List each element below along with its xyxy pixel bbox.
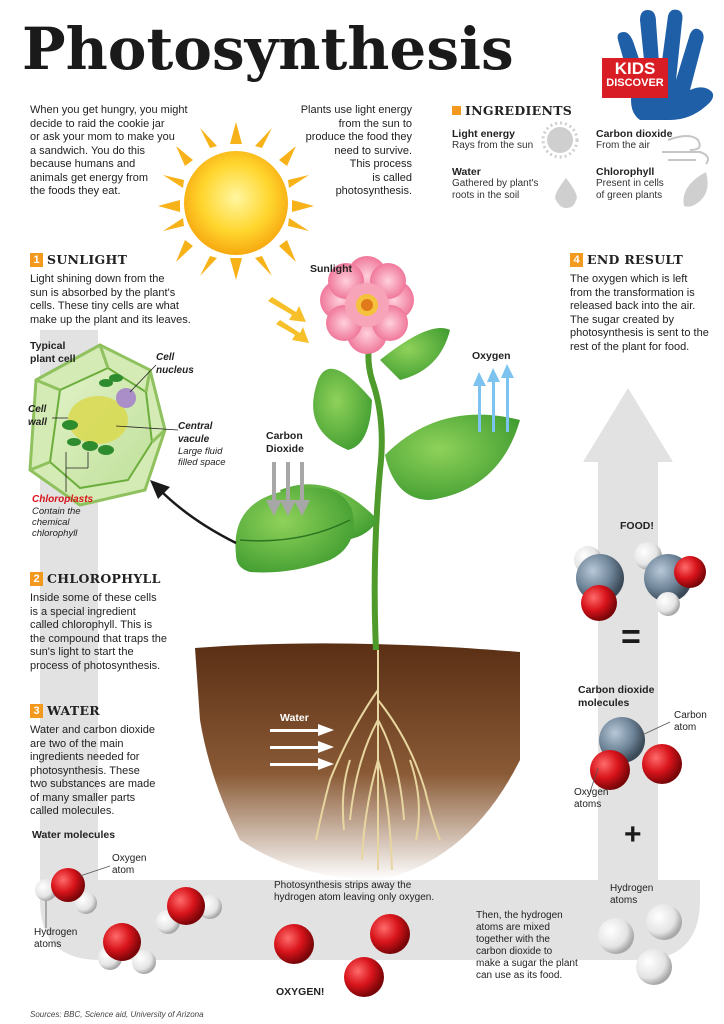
wind-icon bbox=[662, 135, 709, 165]
roots bbox=[315, 650, 441, 871]
oxygen-arrows bbox=[473, 364, 514, 432]
water-molecules-label: Water molecules bbox=[32, 829, 116, 841]
equals-sign: = bbox=[621, 618, 641, 656]
water-molecules bbox=[35, 865, 222, 974]
sources: Sources: BBC, Science aid, University of… bbox=[30, 1010, 204, 1019]
leaf-icon bbox=[683, 172, 708, 207]
page-title: Photosynthesis bbox=[22, 15, 514, 83]
water-label: Water bbox=[280, 712, 309, 724]
logo-box bbox=[602, 58, 668, 98]
soil bbox=[195, 643, 520, 880]
co2-molecule bbox=[589, 717, 682, 793]
ingredient-light: Light energy Rays from the sun bbox=[452, 128, 534, 151]
sunlight-arrows bbox=[268, 297, 309, 343]
stem bbox=[365, 339, 385, 651]
food-molecules bbox=[574, 542, 706, 621]
ingredient-water: Water Gathered by plant's roots in the s… bbox=[452, 166, 539, 201]
logo-line1: KIDS bbox=[614, 59, 656, 78]
ingredient-co2: Carbon dioxide From the air bbox=[596, 128, 673, 151]
plant-cell bbox=[28, 343, 179, 507]
hydrogen-atoms-right bbox=[598, 904, 682, 985]
oxygen-result-label: OXYGEN! bbox=[276, 986, 325, 998]
water-drop-icon bbox=[555, 178, 577, 208]
ingredients-heading: INGREDIENTS bbox=[452, 102, 572, 120]
plant-leaves bbox=[235, 328, 520, 573]
logo-line2: DISCOVER bbox=[606, 77, 664, 89]
water-arrows bbox=[270, 724, 334, 770]
plus-sign: + bbox=[624, 818, 642, 851]
ingredient-chlorophyll: Chlorophyll Present in cells of green pl… bbox=[596, 166, 664, 201]
sunlight-label: Sunlight bbox=[310, 263, 352, 275]
carbon-dioxide-arrows bbox=[266, 462, 310, 516]
oxygen-atoms-released bbox=[274, 914, 410, 997]
sun-illustration bbox=[158, 122, 314, 280]
cell-pointer-arrow bbox=[159, 489, 237, 545]
food-label: FOOD! bbox=[620, 520, 654, 532]
oxygen-label: Oxygen bbox=[472, 350, 511, 362]
flower bbox=[320, 256, 414, 354]
sun-icon bbox=[541, 121, 579, 159]
logo: KIDS DISCOVER bbox=[602, 60, 668, 90]
